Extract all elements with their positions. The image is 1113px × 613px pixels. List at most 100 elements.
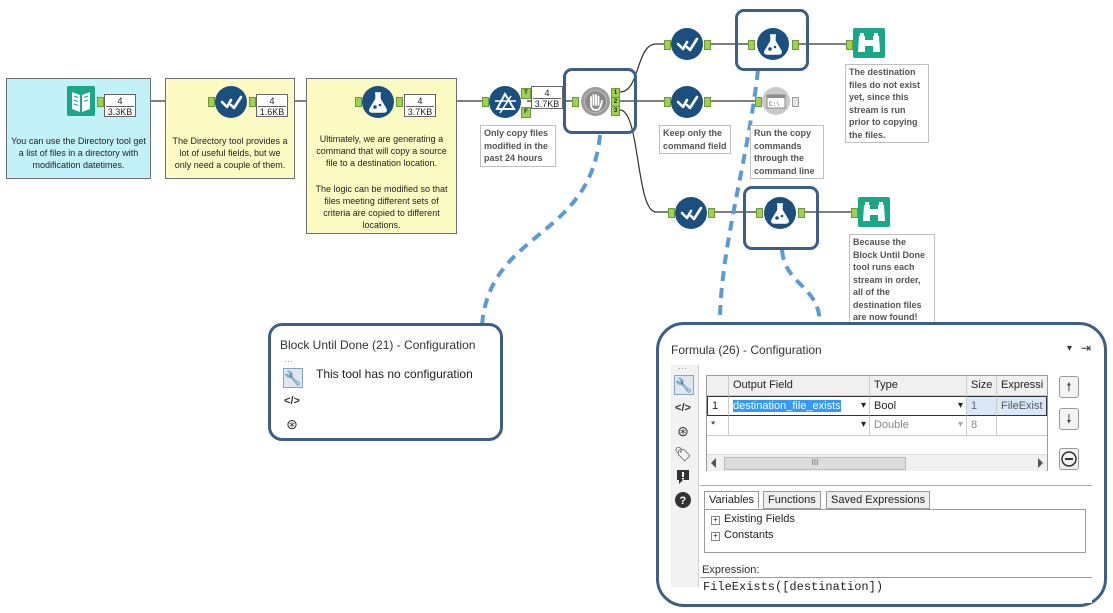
browse-tool-top[interactable] (853, 28, 885, 58)
anchor-filter-true[interactable]: T (521, 88, 531, 99)
flask-icon (771, 203, 789, 224)
tab-saved-expressions[interactable]: Saved Expressions (826, 491, 931, 509)
select-tool-1[interactable] (215, 86, 247, 118)
formula-tool-1[interactable] (362, 86, 394, 118)
row-1-size[interactable]: 1 (967, 396, 997, 416)
block-until-done-highlight (563, 68, 637, 134)
expression-editor[interactable]: FileExists([destination]) (700, 577, 1092, 603)
wrench-icon[interactable]: 🔧 (283, 368, 303, 388)
filter-tool[interactable] (489, 86, 521, 118)
col-header-expression[interactable]: Expressi (997, 376, 1047, 396)
scroll-left-arrow-icon[interactable] (711, 458, 716, 468)
anchor-browse-bottom-in[interactable] (851, 208, 858, 218)
anchor-block-in[interactable] (572, 97, 579, 107)
grid-horizontal-scrollbar[interactable]: III (707, 454, 1047, 471)
expression-editor-text[interactable]: FileExists([destination]) (703, 580, 884, 594)
row-new-expression[interactable] (997, 416, 1047, 436)
run-command-tool[interactable]: C:\ (761, 86, 791, 116)
variables-section: Variables Functions Saved Expressions +E… (700, 485, 1092, 580)
row-new-type[interactable]: Double ▾ (870, 416, 967, 436)
scroll-thumb[interactable]: III (724, 457, 906, 470)
move-down-button[interactable]: 🠗 (1059, 408, 1079, 430)
anchor-directory-out[interactable] (97, 97, 104, 107)
tag-icon[interactable]: 🏷 (674, 446, 692, 462)
anchor-formula1-out[interactable] (396, 97, 403, 107)
tab-variables[interactable]: Variables (704, 491, 760, 509)
anchor-formula2-out[interactable] (792, 40, 799, 50)
comment-alert-icon[interactable] (674, 468, 692, 486)
row-1-output-field-value[interactable]: destination_file_exists (733, 400, 841, 412)
row-new-type-chevron-icon[interactable]: ▾ (957, 419, 963, 430)
tree-item-existing-fields[interactable]: +Existing Fields (711, 513, 795, 525)
anchor-select3-in[interactable] (664, 97, 671, 107)
tree-item-constants[interactable]: +Constants (711, 529, 774, 541)
compass-icon[interactable]: ⊛ (677, 423, 689, 439)
anchor-browse-top-in[interactable] (846, 40, 853, 50)
code-icon[interactable]: </> (284, 395, 300, 407)
tree-expand-icon[interactable]: + (711, 516, 720, 525)
tab-functions[interactable]: Functions (763, 491, 821, 509)
formula-tool-3[interactable] (764, 197, 796, 229)
col-header-type[interactable]: Type (870, 376, 967, 396)
flask-icon (764, 34, 782, 55)
anchor-formula3-in[interactable] (756, 208, 763, 218)
command-line-icon: C:\ (762, 87, 790, 115)
wire-block-select-bottom (619, 109, 672, 213)
panel-pin-icon[interactable]: ⇥ (1081, 341, 1092, 355)
row-1-output-field-chevron-icon[interactable]: ▾ (860, 400, 866, 411)
directory-tool[interactable] (67, 86, 95, 116)
row-1-expression[interactable]: FileExist (997, 396, 1047, 416)
anchor-filter-in[interactable] (482, 97, 489, 107)
formula-tool-2[interactable] (757, 28, 789, 60)
anchor-select4-in[interactable] (668, 208, 675, 218)
anchor-select3-out[interactable] (704, 97, 711, 107)
anchor-block-out-3[interactable]: 3 (611, 106, 620, 116)
panel-menu-chevron-icon[interactable]: ▾ (1067, 343, 1073, 354)
anchor-run-in[interactable] (755, 97, 762, 107)
select-tool-2[interactable] (671, 28, 703, 60)
variables-tree[interactable]: +Existing Fields +Constants (704, 509, 1086, 553)
badge-select-count: 4 (269, 96, 275, 106)
anchor-select4-out[interactable] (708, 208, 715, 218)
annotation-keep: Keep only the command field (659, 125, 731, 154)
badge-filter: 4 3.7KB (531, 86, 563, 109)
code-icon[interactable]: </> (675, 402, 691, 414)
remove-row-button[interactable] (1059, 448, 1079, 470)
formula-grid[interactable]: Output Field Type Size Expressi 1 destin… (706, 375, 1048, 471)
annotation-browse-top: The destination files do not exist yet, … (845, 64, 929, 143)
move-up-button[interactable]: 🠕 (1059, 376, 1079, 398)
scroll-right-arrow-icon[interactable] (1038, 458, 1043, 468)
anchor-formula1-in[interactable] (355, 97, 362, 107)
expression-label: Expression: (702, 564, 760, 576)
wrench-icon[interactable]: 🔧 (674, 375, 694, 395)
tree-expand-icon[interactable]: + (711, 532, 720, 541)
formula-tool-2-highlight (735, 9, 809, 71)
anchor-select2-in[interactable] (664, 40, 671, 50)
row-1-number[interactable]: 1 (707, 396, 729, 416)
row-1-type-chevron-icon[interactable]: ▾ (957, 400, 963, 411)
col-header-output-field[interactable]: Output Field (729, 376, 870, 396)
anchor-formula3-out[interactable] (798, 208, 805, 218)
comment-select-text: The Directory tool provides a lot of use… (172, 136, 288, 170)
row-1-type[interactable]: Bool ▾ (870, 396, 967, 416)
compass-icon[interactable]: ⊛ (286, 416, 298, 432)
help-icon[interactable]: ? (674, 491, 692, 509)
anchor-filter-false[interactable]: F (521, 107, 531, 118)
col-header-size[interactable]: Size (967, 376, 997, 396)
browse-tool-bottom[interactable] (858, 197, 890, 227)
anchor-select1-out[interactable] (249, 97, 256, 107)
anchor-run-out[interactable] (792, 97, 799, 107)
row-new-size[interactable]: 8 (967, 416, 997, 436)
row-new-marker[interactable]: * (707, 416, 729, 436)
badge-select: 4 1.6KB (256, 94, 288, 117)
anchor-select2-out[interactable] (704, 40, 711, 50)
select-check-icon (676, 37, 699, 52)
anchor-formula2-in[interactable] (748, 40, 755, 50)
block-until-done-tool[interactable] (580, 86, 611, 117)
row-new-output-field[interactable]: ▾ (729, 416, 870, 436)
select-tool-4[interactable] (675, 197, 707, 229)
row-new-output-field-chevron-icon[interactable]: ▾ (860, 419, 866, 430)
anchor-select1-in[interactable] (208, 97, 215, 107)
row-1-output-field[interactable]: destination_file_exists ▾ (729, 396, 870, 416)
select-tool-3[interactable] (671, 86, 703, 118)
